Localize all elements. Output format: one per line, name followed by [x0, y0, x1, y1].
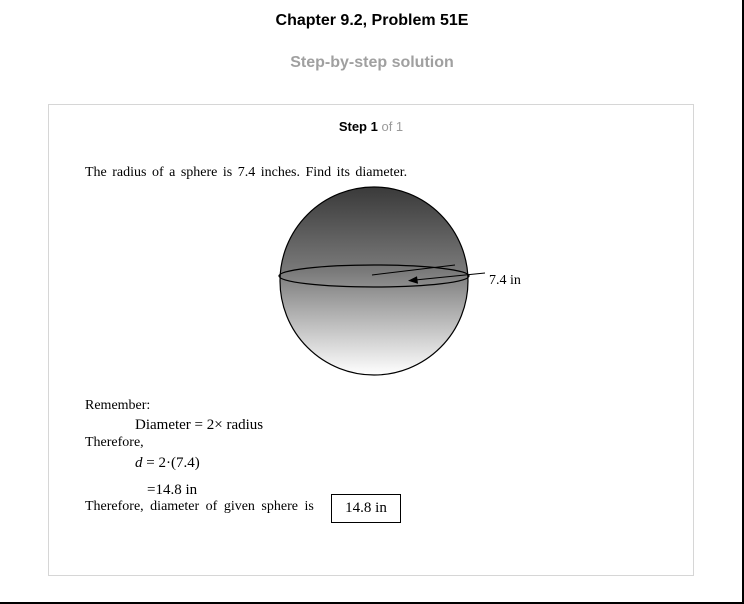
- sphere-figure: 7.4 in: [278, 186, 521, 376]
- radius-label: 7.4 in: [489, 273, 521, 288]
- equation-line-2: =14.8 in: [147, 482, 198, 498]
- label-arrow-line: [414, 272, 486, 281]
- step-label: Step 1: [338, 119, 378, 134]
- step-header: Step 1 of 1: [49, 119, 693, 134]
- answer-box: 14.8 in: [331, 494, 401, 523]
- equation-line-1: d = 2·(7.4): [135, 455, 200, 472]
- problem-statement: The radius of a sphere is 7.4 inches. Fi…: [85, 165, 408, 180]
- equation-variable: d: [135, 455, 143, 471]
- conclusion-text: Therefore, diameter of given sphere is: [85, 499, 314, 514]
- remember-label: Remember:: [85, 398, 151, 413]
- chapter-title: Chapter 9.2, Problem 51E: [275, 12, 469, 29]
- step-count: of 1: [381, 119, 404, 134]
- radius-line: [371, 264, 456, 276]
- diameter-formula: Diameter = 2× radius: [135, 417, 264, 433]
- equator-ellipse: [278, 264, 470, 288]
- equation-expression: = 2·(7.4): [146, 455, 200, 471]
- arrow-head: [408, 276, 418, 284]
- therefore-label: Therefore,: [85, 435, 144, 450]
- solution-subtitle: Step-by-step solution: [290, 54, 454, 71]
- step-card: Step 1 of 1 The radius of a sphere is 7.…: [48, 104, 694, 576]
- sphere-shape: [279, 186, 469, 376]
